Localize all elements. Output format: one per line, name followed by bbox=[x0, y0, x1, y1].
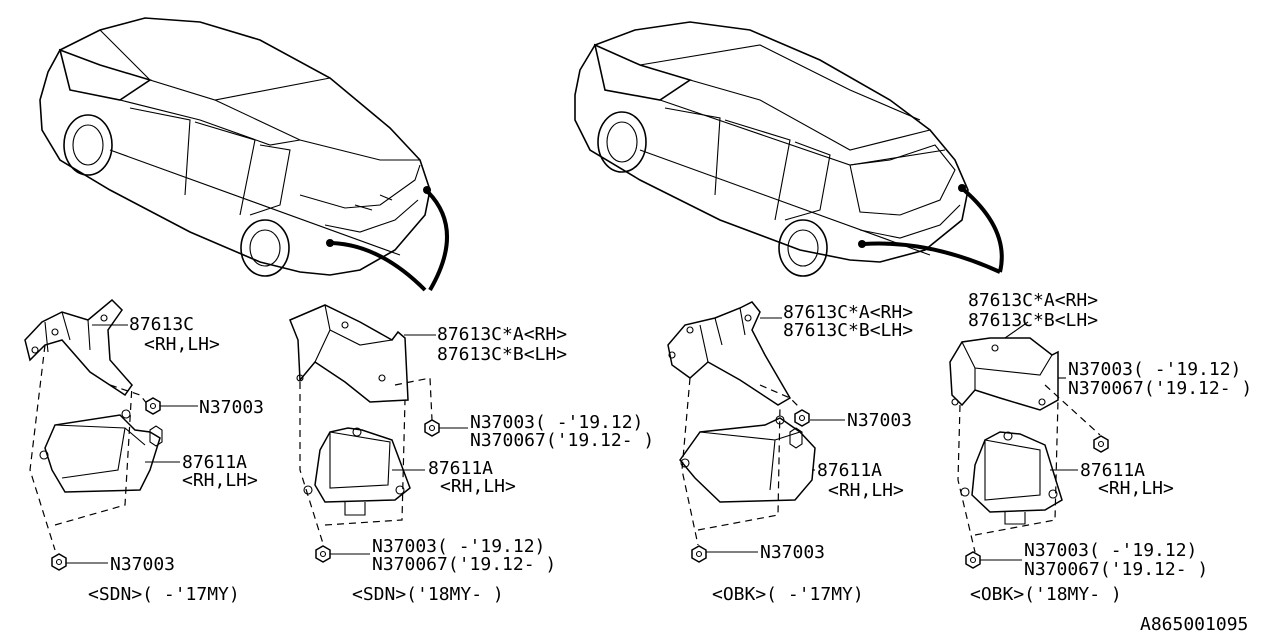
bracket-part-b-label: 87613C*B<LH> bbox=[968, 310, 1098, 331]
nut-lower-label-2: N370067('19.12- ) bbox=[372, 554, 556, 575]
panel-caption: <SDN>( -'17MY) bbox=[88, 584, 240, 605]
nut-upper-label-2: N370067('19.12- ) bbox=[470, 430, 654, 451]
unit-part-label: 87611A bbox=[428, 458, 493, 479]
nut-upper-label: N37003 bbox=[199, 397, 264, 418]
radar-unit-drawing bbox=[39, 409, 163, 493]
diagram-id: A865001095 bbox=[1140, 614, 1248, 635]
unit-side-label: <RH,LH> bbox=[182, 470, 258, 491]
unit-part-label: 87611A bbox=[182, 452, 247, 473]
bracket-part-a-label: 87613C*A<RH> bbox=[968, 290, 1098, 311]
nut-lower-label: N37003 bbox=[110, 554, 175, 575]
nut-lower bbox=[691, 545, 707, 563]
unit-part-label: 87611A bbox=[1080, 460, 1145, 481]
nut-lower-label: N37003 bbox=[760, 542, 825, 563]
panel-caption: <OBK>( -'17MY) bbox=[712, 584, 864, 605]
bracket-drawing bbox=[949, 337, 1059, 411]
bracket-part-b-label: 87613C*B<LH> bbox=[437, 344, 567, 365]
nut-upper-label-1: N37003( -'19.12) bbox=[1068, 359, 1241, 380]
bracket-drawing bbox=[667, 301, 792, 406]
nut-lower-label-1: N37003( -'19.12) bbox=[372, 536, 545, 557]
unit-side-label: <RH,LH> bbox=[828, 480, 904, 501]
nut-upper-label: N37003 bbox=[847, 410, 912, 431]
bracket-drawing bbox=[24, 298, 133, 397]
nut-upper bbox=[145, 397, 161, 415]
radar-unit-drawing bbox=[960, 431, 1063, 525]
unit-side-label: <RH,LH> bbox=[440, 476, 516, 497]
panel-caption: <OBK>('18MY- ) bbox=[970, 584, 1122, 605]
nut-upper bbox=[424, 419, 440, 437]
nut-lower bbox=[315, 545, 331, 563]
panel-sdn-18my: 87613C*A<RH> 87613C*B<LH> N37003( -'19.1… bbox=[289, 304, 654, 605]
bracket-side-label: <RH,LH> bbox=[144, 334, 220, 355]
bracket-part-label: 87613C bbox=[129, 314, 194, 335]
bracket-part-a-label: 87613C*A<RH> bbox=[783, 302, 913, 323]
nut-upper bbox=[1093, 435, 1109, 453]
panel-caption: <SDN>('18MY- ) bbox=[352, 584, 504, 605]
unit-side-label: <RH,LH> bbox=[1098, 478, 1174, 499]
panel-sdn-17my: 87613C <RH,LH> N37003 87611A <RH,LH> N37… bbox=[24, 298, 264, 605]
radar-unit-drawing bbox=[303, 427, 411, 516]
wagon-car-illustration bbox=[574, 21, 1004, 277]
panel-obk-18my: 87613C*A<RH> 87613C*B<LH> N37003( -'19.1… bbox=[949, 290, 1252, 605]
sedan-car-illustration bbox=[39, 17, 449, 292]
nut-upper bbox=[794, 409, 810, 427]
nut-lower bbox=[51, 553, 67, 571]
panel-obk-17my: 87613C*A<RH> 87613C*B<LH> N37003 87611A … bbox=[667, 301, 913, 605]
nut-upper-label-1: N37003( -'19.12) bbox=[470, 412, 643, 433]
unit-part-label: 87611A bbox=[817, 460, 882, 481]
bracket-drawing bbox=[289, 304, 409, 403]
nut-upper-label-2: N370067('19.12- ) bbox=[1068, 378, 1252, 399]
nut-lower-label-2: N370067('19.12- ) bbox=[1024, 559, 1208, 580]
nut-lower-label-1: N37003( -'19.12) bbox=[1024, 540, 1197, 561]
nut-lower bbox=[965, 551, 981, 569]
bracket-part-a-label: 87613C*A<RH> bbox=[437, 324, 567, 345]
radar-unit-drawing bbox=[679, 415, 816, 503]
bracket-part-b-label: 87613C*B<LH> bbox=[783, 320, 913, 341]
